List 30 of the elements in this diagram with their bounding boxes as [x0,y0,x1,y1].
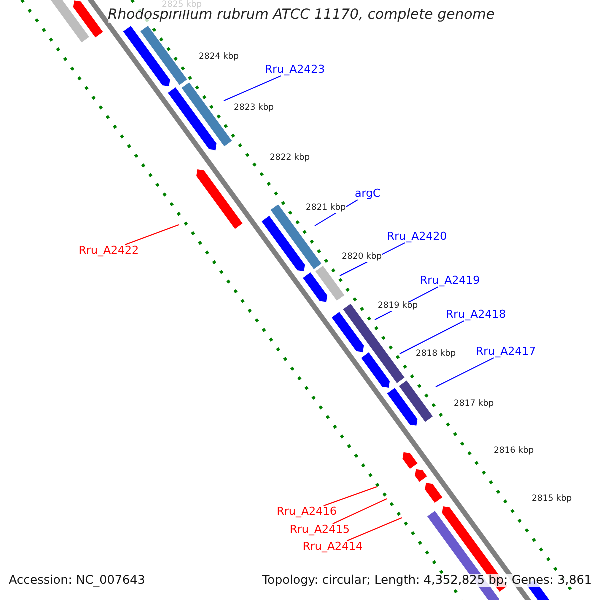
leader-line [124,224,180,246]
leader-line [323,486,378,506]
leader-line [332,498,388,524]
position-label: 2819 kbp [378,302,418,312]
position-label: 2817 kbp [454,400,494,410]
position-label: 2822 kbp [270,154,310,164]
position-label: 2816 kbp [494,447,534,456]
position-label: 2815 kbp [532,495,572,504]
gene-label: Rru_A2418 [446,309,506,322]
leader-line [224,76,282,102]
position-label: 2824 kbp [199,53,240,62]
gene-label: Rru_A2423 [265,64,326,76]
gene-label: argC [355,188,381,200]
gene-label: Rru_A2414 [302,541,363,554]
position-label: 2821 kbp [306,204,346,214]
leader-line [400,320,465,354]
accession-text: Accession: NC_007643 [9,574,146,588]
gene-label: Rru_A2420 [387,231,448,244]
position-label: 2818 kbp [416,350,456,360]
genome-info-text: Topology: circular; Length: 4,352,825 bp; Genes: 3,861 [262,574,592,588]
leader-line [436,358,494,388]
leader-line [346,518,402,542]
gene-label: Rru_A2419 [420,275,480,288]
position-label: 2823 kbp [234,104,274,114]
position-label: 2820 kbp [342,253,382,262]
map-title: Rhodospirillum rubrum ATCC 11170, complete genome [108,8,495,24]
gene-label: Rru_A2415 [290,524,350,536]
gene-label: Rru_A2417 [476,346,536,358]
gene-label: Rru_A2416 [276,506,337,518]
gene-label: Rru_A2422 [78,245,139,258]
